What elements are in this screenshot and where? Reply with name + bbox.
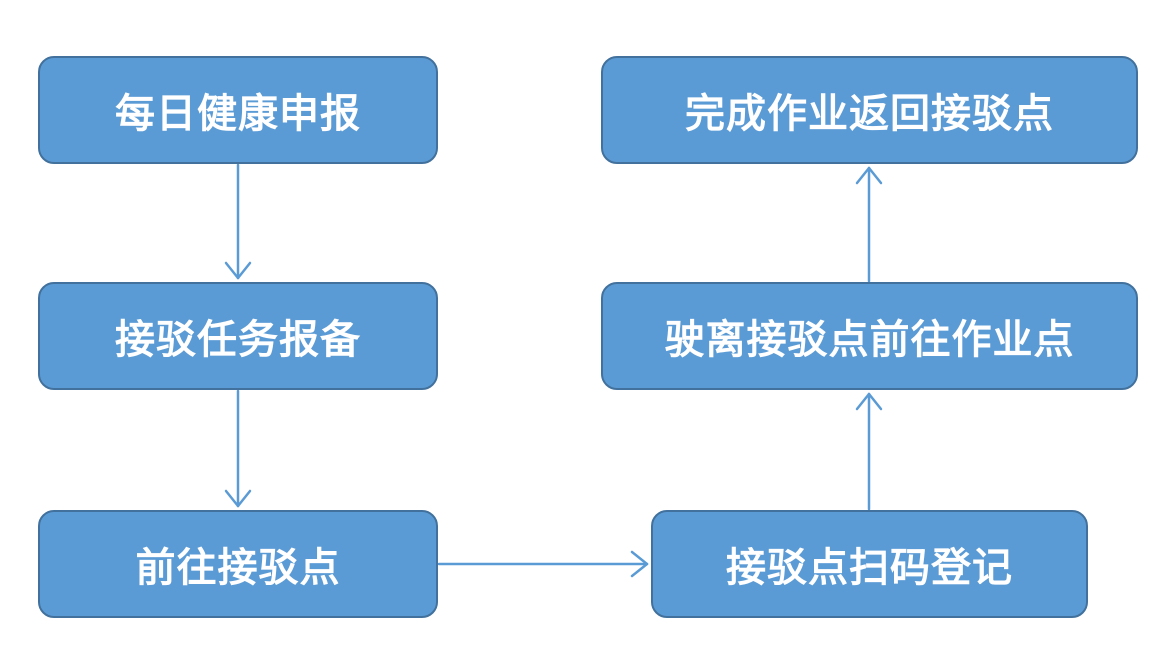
connector-n2-n3 <box>224 389 252 508</box>
node-go-to-shuttle-point: 前往接驳点 <box>38 510 438 618</box>
node-leave-to-work-site: 驶离接驳点前往作业点 <box>601 282 1138 390</box>
node-label: 完成作业返回接驳点 <box>685 91 1054 137</box>
connector-n5-n6 <box>855 166 883 283</box>
connector-n4-n5 <box>855 392 883 511</box>
node-finish-and-return: 完成作业返回接驳点 <box>601 56 1138 164</box>
node-label: 接驳点扫码登记 <box>726 545 1013 591</box>
connector-n3-n4 <box>437 550 649 578</box>
node-label: 每日健康申报 <box>115 91 361 137</box>
node-daily-health-report: 每日健康申报 <box>38 56 438 164</box>
node-label: 前往接驳点 <box>135 545 341 591</box>
node-scan-code-register: 接驳点扫码登记 <box>651 510 1088 618</box>
node-label: 接驳任务报备 <box>115 317 361 363</box>
connector-n1-n2 <box>224 163 252 280</box>
node-shuttle-task-filing: 接驳任务报备 <box>38 282 438 390</box>
node-label: 驶离接驳点前往作业点 <box>664 317 1075 363</box>
